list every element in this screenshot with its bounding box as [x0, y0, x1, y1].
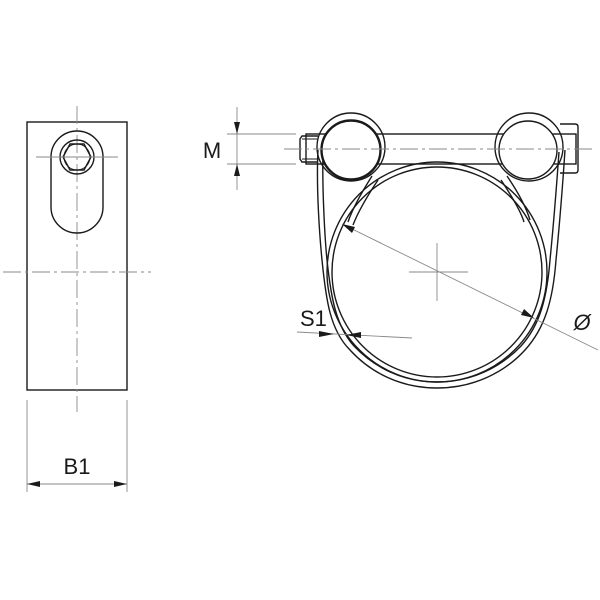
- bolt-head-right: [560, 123, 579, 174]
- trunnion-loop-right: [494, 112, 564, 182]
- m-label: M: [203, 138, 221, 163]
- clamp-band-outer-inner-edge: [322, 151, 560, 383]
- trunnion-right-circle: [498, 120, 558, 180]
- clamp-ring-inner: [331, 166, 543, 378]
- clamp-band-outer: [316, 149, 566, 389]
- trunnion-right-fill: [499, 121, 557, 179]
- m-arrow-top: [234, 122, 240, 134]
- trunnion-loop-left: [316, 112, 386, 182]
- band-left-tail-outer: [347, 175, 373, 223]
- b1-arrow-right: [114, 481, 127, 487]
- bolt-slot: [50, 130, 104, 234]
- band-left-tail-inner: [352, 179, 379, 226]
- b1-arrow-left: [27, 481, 40, 487]
- s1-arrow-left: [319, 331, 334, 337]
- trunnion-left-fill: [322, 121, 380, 179]
- s1-label: S1: [300, 306, 327, 331]
- b1-label: B1: [64, 454, 91, 479]
- diameter-label: Ø: [572, 310, 592, 335]
- m-arrow-bottom: [234, 164, 240, 176]
- clamp-ring-outer: [326, 161, 548, 383]
- diameter-arrow-top: [342, 224, 355, 233]
- side-view: B1: [3, 106, 151, 492]
- diameter-dimension-line: [341, 223, 599, 351]
- trunnion-left-circle: [321, 120, 381, 180]
- front-view: Ø S1 M: [203, 107, 599, 389]
- diameter-arrow-bottom: [521, 309, 534, 318]
- trunnion-left: [320, 119, 382, 181]
- s1-arrow-right: [346, 332, 361, 338]
- band-right-tail-outer: [506, 175, 531, 221]
